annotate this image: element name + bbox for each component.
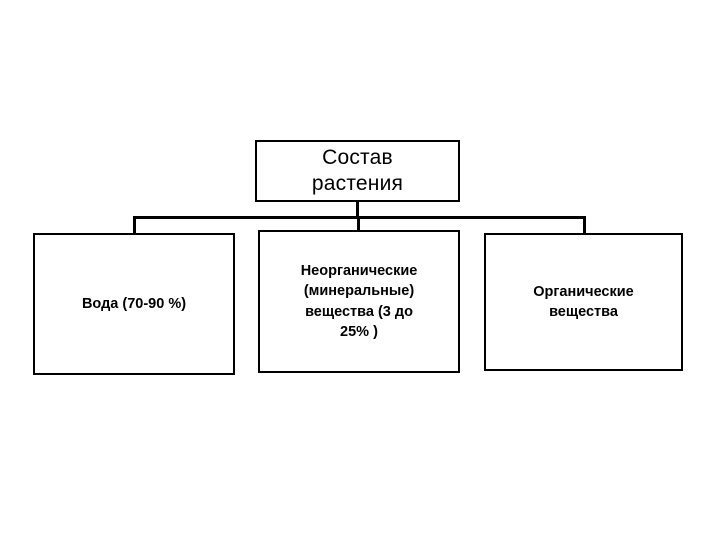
- connector-drop-to-inorganic: [357, 216, 360, 231]
- node-organic-substances: Органические вещества: [484, 233, 683, 371]
- node-organic-label: Органические вещества: [533, 283, 634, 321]
- node-root-label: Состав растения: [311, 146, 404, 195]
- connector-drop-to-water: [133, 216, 136, 234]
- node-root-plant-composition: Состав растения: [255, 140, 460, 202]
- node-water-label: Вода (70-90 %): [81, 295, 187, 312]
- node-inorganic-substances: Неорганические (минеральные) вещества (3…: [258, 230, 460, 373]
- node-inorganic-label: Неорганические (минеральные) вещества (3…: [300, 262, 418, 341]
- node-water: Вода (70-90 %): [33, 233, 235, 375]
- connector-drop-to-organic: [583, 216, 586, 234]
- connector-root-stem: [356, 202, 359, 219]
